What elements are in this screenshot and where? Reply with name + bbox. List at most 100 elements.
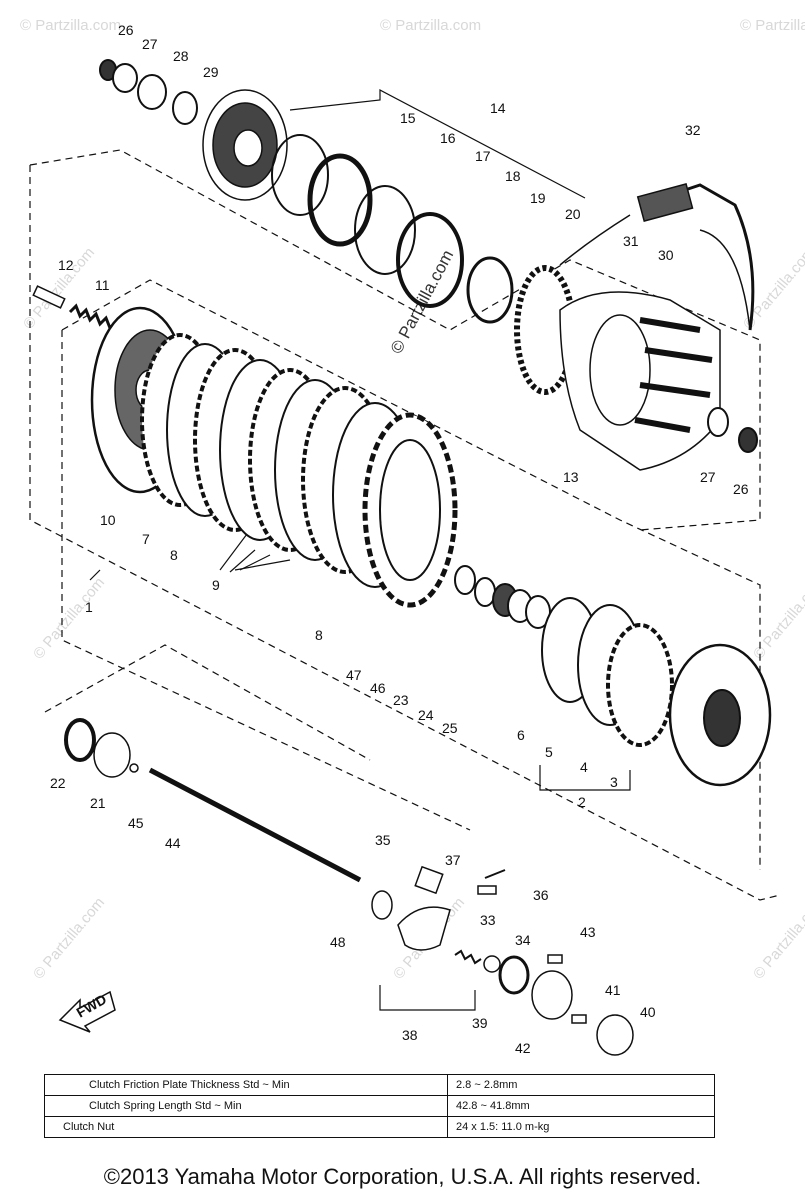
- callout-number: 4: [580, 759, 588, 775]
- callout-number: 34: [515, 932, 531, 948]
- ring-18: [396, 212, 464, 308]
- copyright-notice: ©2013 Yamaha Motor Corporation, U.S.A. A…: [103, 1164, 702, 1189]
- callout-number: 7: [142, 531, 150, 547]
- callout-number: 18: [505, 168, 521, 184]
- callout-number: 6: [517, 727, 525, 743]
- seal-39: [498, 955, 530, 995]
- callout-number: 24: [418, 707, 434, 723]
- fwd-arrow: FWD: [58, 991, 116, 1033]
- clutch-plate-stack: [140, 333, 458, 608]
- callout-number: 35: [375, 832, 391, 848]
- spec-row: Clutch Friction Plate Thickness Std ~ Mi…: [44, 1074, 715, 1096]
- release-mechanism: [371, 865, 634, 1056]
- bearing-21: [93, 732, 131, 778]
- callout-number: 26: [118, 22, 134, 38]
- bolt-12: [32, 285, 66, 309]
- callout-number: 23: [393, 692, 409, 708]
- ball-45: [129, 763, 139, 773]
- small-washers-mid: [454, 565, 551, 629]
- ring-19: [466, 256, 514, 324]
- callout-number: 8: [170, 547, 178, 563]
- washer-27-right: [707, 407, 729, 437]
- watermark: © Partzilla.com: [30, 574, 108, 662]
- group-outline-1: [29, 165, 781, 901]
- callout-number: 28: [173, 48, 189, 64]
- watermark: © Partzilla.com: [380, 17, 481, 34]
- callout-number: 30: [658, 247, 674, 263]
- callout-number: 45: [128, 815, 144, 831]
- callout-number: 44: [165, 835, 181, 851]
- upper-rings: [271, 134, 514, 324]
- clutch-hub-group: [541, 597, 772, 787]
- top-washers: [99, 59, 198, 125]
- callout-number: 13: [563, 469, 579, 485]
- callout-number: 47: [346, 667, 362, 683]
- primary-chain: [559, 183, 755, 331]
- spec-row: Clutch Nut 24 x 1.5: 11.0 m-kg: [44, 1116, 715, 1138]
- callout-number: 32: [685, 122, 701, 138]
- bearing-48: [371, 890, 393, 920]
- callout-number: 12: [58, 257, 74, 273]
- callout-number: 41: [605, 982, 621, 998]
- spec-value: 24 x 1.5: 11.0 m-kg: [447, 1116, 715, 1138]
- right-washers: [707, 407, 758, 453]
- callout-number: 1: [85, 599, 93, 615]
- watermark: © Partzilla.com: [30, 894, 108, 982]
- screw-43: [547, 954, 563, 964]
- callout-number: 48: [330, 934, 346, 950]
- watermark: © Partzilla.com: [750, 574, 805, 662]
- spec-row: Clutch Spring Length Std ~ Min 42.8 ~ 41…: [44, 1095, 715, 1117]
- callout-number: 14: [490, 100, 506, 116]
- callout-number: 29: [203, 64, 219, 80]
- spec-value: 2.8 ~ 2.8mm: [447, 1074, 715, 1096]
- screw-41: [571, 1014, 587, 1024]
- cover-35: [414, 865, 444, 895]
- clutch-housing-primary-gear: [202, 89, 288, 201]
- callout-number: 31: [623, 233, 639, 249]
- bracket-lines: [89, 89, 631, 1011]
- callout-number: 25: [442, 720, 458, 736]
- bracket-2: [539, 765, 631, 791]
- callout-number: 46: [370, 680, 386, 696]
- bracket-38: [379, 985, 476, 1011]
- callout-number: 20: [565, 206, 581, 222]
- circlip-42: [531, 970, 573, 1020]
- callout-number: 39: [472, 1015, 488, 1031]
- callout-number: 10: [100, 512, 116, 528]
- washer-29: [172, 91, 198, 125]
- callout-number: 36: [533, 887, 549, 903]
- bolt-spring: [32, 285, 118, 331]
- ring-15: [271, 134, 329, 216]
- callout-number: 5: [545, 744, 553, 760]
- callout-number: 33: [480, 912, 496, 928]
- push-rod-44: [148, 767, 362, 883]
- spec-label: Clutch Nut: [44, 1116, 448, 1138]
- washer-28: [137, 74, 167, 110]
- callout-number: 16: [440, 130, 456, 146]
- callout-number: 42: [515, 1040, 531, 1056]
- bracket-14: [289, 89, 586, 199]
- group-outline-shaft: [44, 644, 371, 761]
- spec-label: Clutch Friction Plate Thickness Std ~ Mi…: [44, 1074, 448, 1096]
- push-rod-assembly: [64, 718, 362, 883]
- callout-number: 21: [90, 795, 106, 811]
- spec-value: 42.8 ~ 41.8mm: [447, 1095, 715, 1117]
- ring-16: [307, 153, 373, 247]
- callout-number: 8: [315, 627, 323, 643]
- callout-number: 40: [640, 1004, 656, 1020]
- washer-47: [454, 565, 476, 595]
- screw-37: [484, 869, 506, 879]
- release-housing: [397, 906, 451, 951]
- screw-36: [477, 885, 497, 895]
- spec-table: Clutch Friction Plate Thickness Std ~ Mi…: [44, 1074, 715, 1138]
- spring-33: [454, 949, 482, 965]
- callout-number: 22: [50, 775, 66, 791]
- washer-46: [474, 577, 496, 607]
- callout-number: 37: [445, 852, 461, 868]
- callout-number: 2: [578, 794, 586, 810]
- callout-number: 3: [610, 774, 618, 790]
- washer-27: [112, 63, 138, 93]
- seal-22: [64, 718, 96, 762]
- callout-number: 17: [475, 148, 491, 164]
- callout-number: 26: [733, 481, 749, 497]
